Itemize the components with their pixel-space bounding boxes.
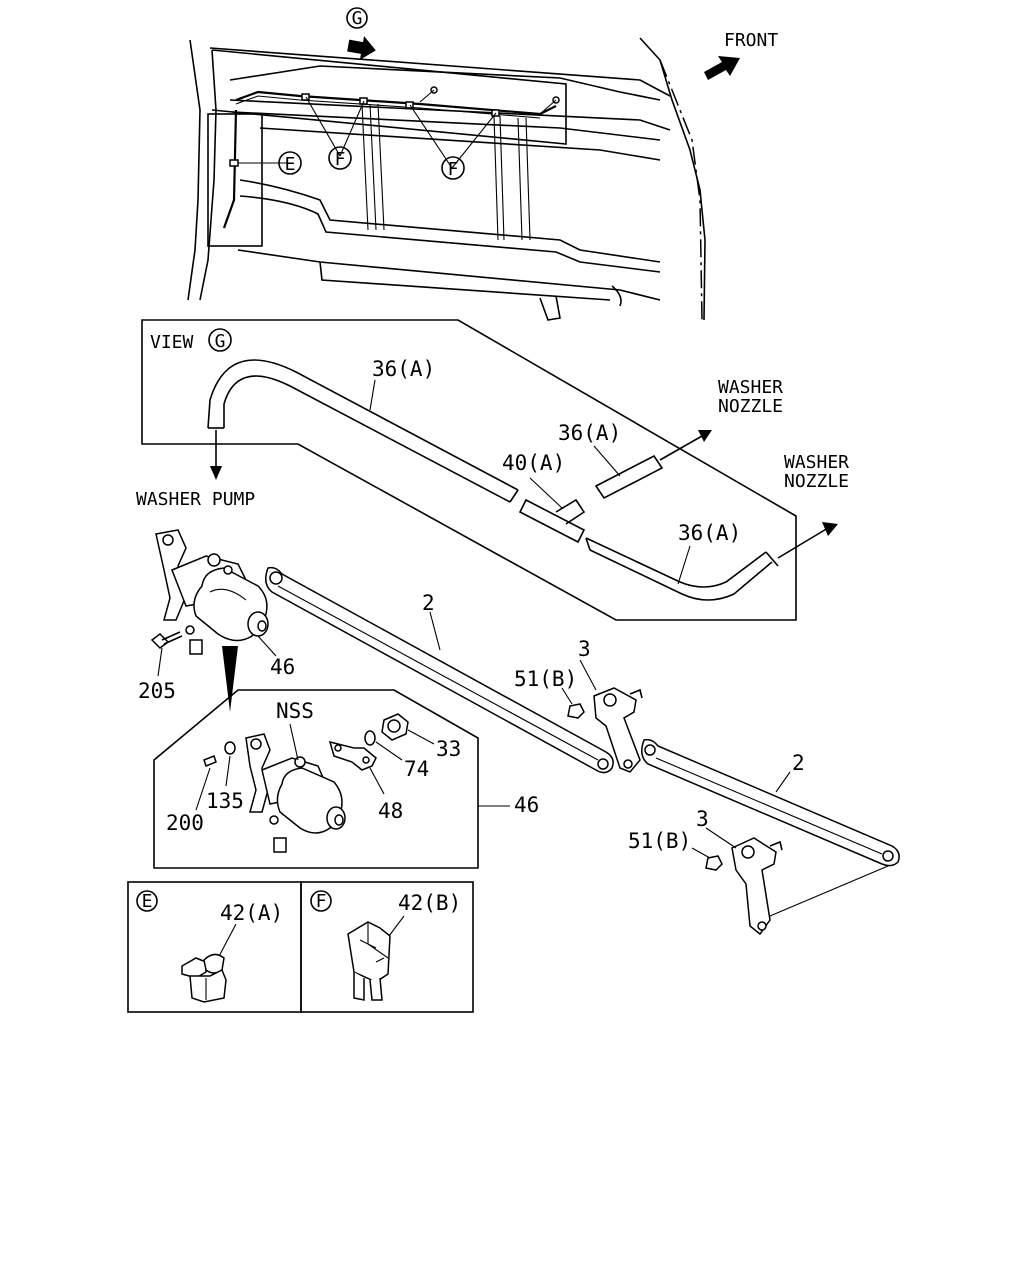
pivot-3-label-b: 3 <box>696 807 709 831</box>
motor-detail-box: NSS 33 74 48 135 200 46 <box>153 689 539 869</box>
motor-46-label: 46 <box>270 655 295 679</box>
washer-pump-label: WASHER PUMP <box>136 489 255 510</box>
washer-nozzle-label-1a: WASHER <box>718 377 783 398</box>
nut-51b-label-b: 51(B) <box>628 829 691 853</box>
detail-box-f: F 42(B) <box>300 881 474 1013</box>
pivot-3-label-a: 3 <box>578 637 591 661</box>
link-2-label-b: 2 <box>792 751 805 775</box>
part-48-label: 48 <box>378 799 403 823</box>
callout-f-2: F <box>448 159 459 180</box>
callout-f-1: F <box>335 149 346 170</box>
washer-nozzle-label-2a: WASHER <box>784 452 849 473</box>
part-135-label: 135 <box>206 789 244 813</box>
link-2-label-a: 2 <box>422 591 435 615</box>
joint-40a-label: 40(A) <box>502 451 565 475</box>
hose-36a-label-1: 36(A) <box>372 357 435 381</box>
hose-36a-label-3: 36(A) <box>678 521 741 545</box>
washer-nozzle-label-2b: NOZZLE <box>784 471 849 492</box>
callout-e: E <box>285 154 296 175</box>
box-e-part-label: 42(A) <box>220 901 283 925</box>
front-label: FRONT <box>724 30 778 51</box>
part-33-label: 33 <box>436 737 461 761</box>
view-marker-top: G <box>352 8 363 29</box>
part-74-label: 74 <box>404 757 429 781</box>
bolt-205-label: 205 <box>138 679 176 703</box>
nss-label: NSS <box>276 699 314 723</box>
cab-cowl-illustration: G FRONT F F E <box>187 7 778 321</box>
view-g-title: VIEW <box>150 332 194 353</box>
washer-nozzle-label-1b: NOZZLE <box>718 396 783 417</box>
box-f-letter: F <box>316 891 327 912</box>
linkage-rods: 2 2 <box>265 566 900 917</box>
part-200-label: 200 <box>166 811 204 835</box>
view-g-letter: G <box>215 331 226 352</box>
detail-box-e: E 42(A) <box>127 881 302 1013</box>
pivot-assembly-a: 3 51(B) <box>514 637 643 773</box>
pivot-assembly-b: 3 51(B) <box>628 807 783 936</box>
nut-51b-label-a: 51(B) <box>514 667 577 691</box>
box-f-part-label: 42(B) <box>398 891 461 915</box>
view-g-panel: VIEW G WASHER PUMP 36(A) 40(A) 36(A) <box>136 319 849 621</box>
hose-36a-label-2: 36(A) <box>558 421 621 445</box>
wiper-motor: 205 46 <box>138 529 295 712</box>
assy-46-label: 46 <box>514 793 539 817</box>
box-e-letter: E <box>142 891 153 912</box>
